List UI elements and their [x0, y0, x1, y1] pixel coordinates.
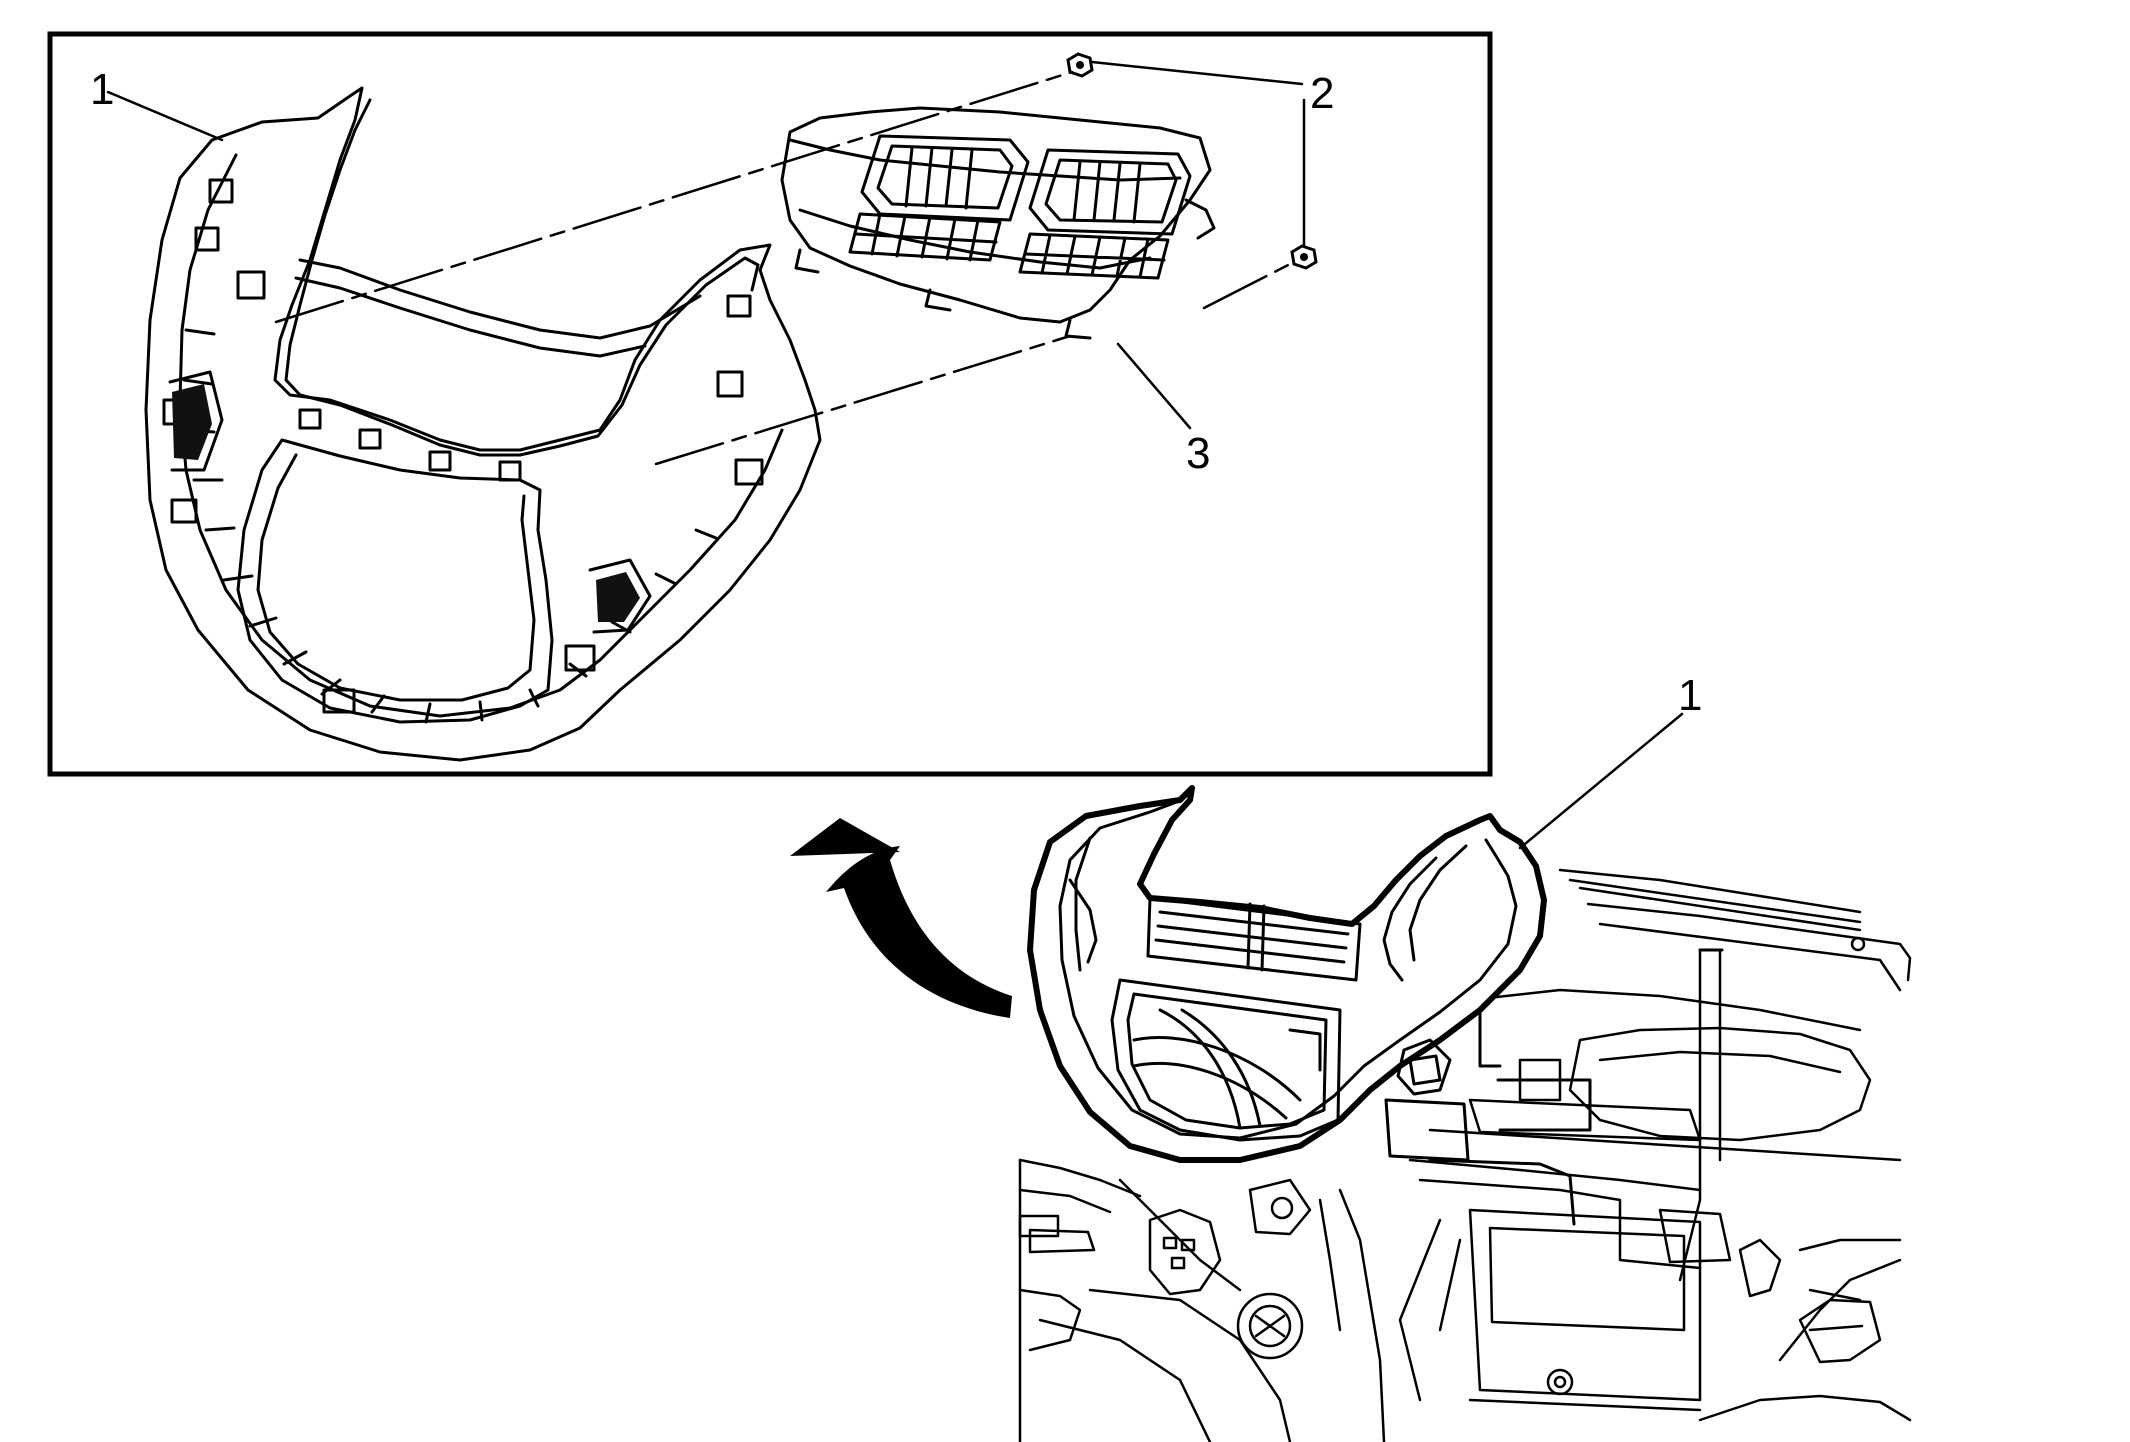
center-bezel-installed	[1027, 785, 1547, 1163]
dark-vent-right	[596, 572, 640, 622]
callout-detail-3: 3	[1186, 429, 1210, 478]
transition-arrow	[790, 818, 1012, 1018]
nut-lower	[1290, 244, 1318, 270]
callout-overview-1: 1	[1678, 671, 1702, 720]
callout-detail-1: 1	[90, 65, 114, 114]
instrument-panel	[1018, 868, 1912, 1442]
detail-view: 1 2 3	[47, 31, 1493, 777]
leader-lines	[106, 60, 1306, 430]
callout-detail-2: 2	[1310, 69, 1334, 118]
center-bezel-detail	[144, 86, 822, 762]
dark-vent-left	[172, 384, 212, 460]
leader-overview-1	[1518, 712, 1684, 850]
detail-frame	[47, 31, 1493, 777]
alignment-lines	[274, 70, 1296, 466]
mounting-openings	[1384, 948, 1724, 1226]
air-outlet-assembly	[780, 106, 1216, 340]
overview-view: 1	[1018, 671, 1912, 1442]
